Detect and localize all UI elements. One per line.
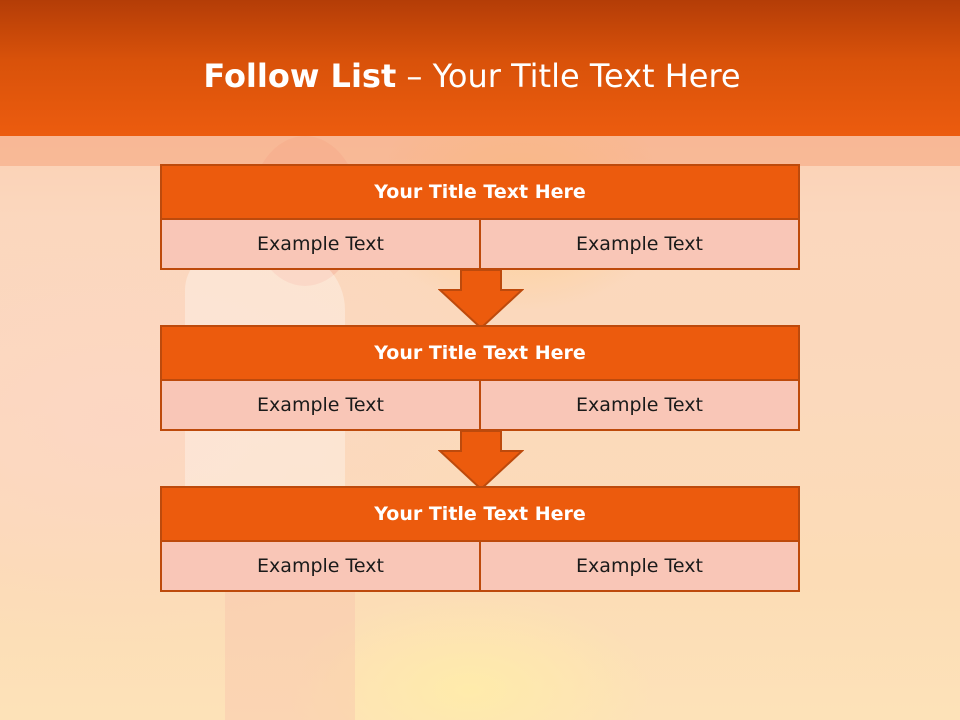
step-1-right-text: Example Text xyxy=(481,220,800,270)
header-bar xyxy=(0,0,960,136)
step-row-3: Example Text Example Text xyxy=(160,542,800,592)
step-row-2: Example Text Example Text xyxy=(160,381,800,431)
step-3-left-text: Example Text xyxy=(160,542,481,592)
down-arrow-icon xyxy=(438,431,524,491)
step-box-1: Your Title Text Here Example Text Exampl… xyxy=(160,164,800,270)
step-title-1: Your Title Text Here xyxy=(160,164,800,220)
step-box-2: Your Title Text Here Example Text Exampl… xyxy=(160,325,800,431)
step-box-3: Your Title Text Here Example Text Exampl… xyxy=(160,486,800,592)
slide-title-rest: – Your Title Text Here xyxy=(396,57,741,95)
slide-title-bold: Follow List xyxy=(203,57,397,95)
step-2-right-text: Example Text xyxy=(481,381,800,431)
step-title-2: Your Title Text Here xyxy=(160,325,800,381)
slide-title: Follow List – Your Title Text Here xyxy=(0,56,944,96)
step-3-right-text: Example Text xyxy=(481,542,800,592)
step-title-3: Your Title Text Here xyxy=(160,486,800,542)
step-1-left-text: Example Text xyxy=(160,220,481,270)
down-arrow-icon xyxy=(438,270,524,330)
step-2-left-text: Example Text xyxy=(160,381,481,431)
step-row-1: Example Text Example Text xyxy=(160,220,800,270)
header-band xyxy=(0,136,960,166)
